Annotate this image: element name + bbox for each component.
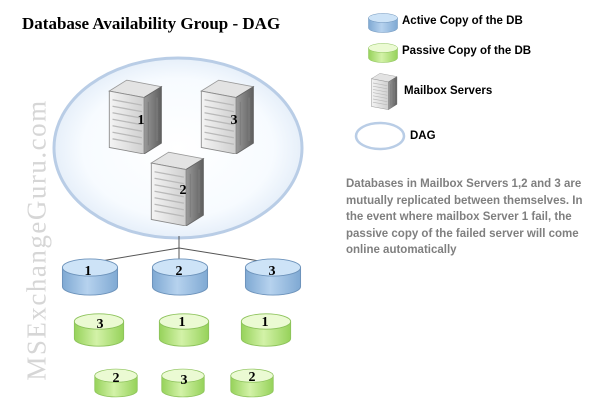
legend-passive-icon	[368, 43, 398, 63]
server-icon	[108, 79, 163, 154]
active-db-label: 2	[176, 264, 183, 279]
legend-active-label: Active Copy of the DB	[402, 15, 523, 27]
passive-db-label: 1	[179, 315, 186, 330]
description-text: Databases in Mailbox Servers 1,2 and 3 a…	[346, 178, 583, 256]
passive-db-label: 3	[181, 373, 188, 388]
server-icon	[150, 151, 205, 226]
passive-db-label: 2	[249, 370, 256, 385]
legend-server-icon	[371, 73, 398, 110]
legend-dag-label: DAG	[410, 130, 436, 142]
active-db-label: 3	[269, 264, 276, 279]
page-title: Database Availability Group - DAG	[22, 14, 281, 33]
server-icon	[200, 79, 255, 154]
passive-db-label: 1	[262, 315, 269, 330]
legend-passive-label: Passive Copy of the DB	[402, 45, 532, 57]
passive-db-label: 3	[97, 317, 104, 332]
legend-active-icon	[368, 13, 398, 33]
passive-db-label: 2	[113, 371, 120, 386]
server-label: 3	[231, 113, 238, 128]
server-label: 2	[180, 183, 187, 198]
legend-servers-label: Mailbox Servers	[404, 85, 493, 97]
active-db-label: 1	[85, 264, 92, 279]
server-label: 1	[138, 113, 145, 128]
legend-dag-icon	[354, 121, 406, 151]
